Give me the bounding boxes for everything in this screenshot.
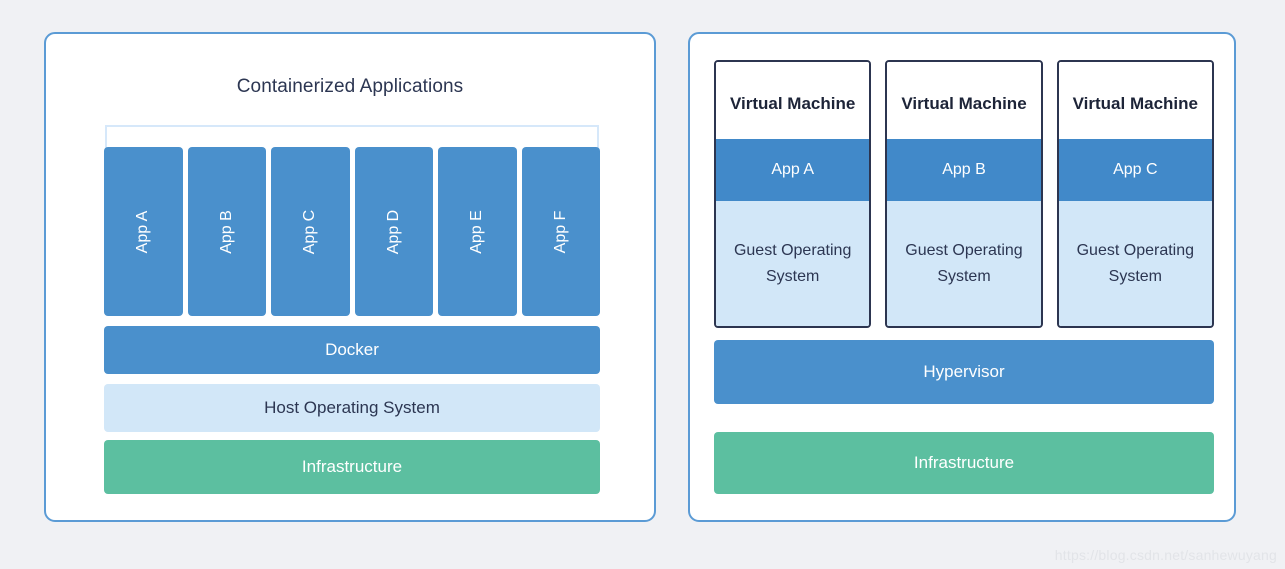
infrastructure-layer-right: Infrastructure: [714, 432, 1214, 494]
applications-bracket: [105, 125, 599, 151]
watermark: https://blog.csdn.net/sanhewuyang: [1054, 547, 1277, 563]
infrastructure-layer-left: Infrastructure: [104, 440, 600, 494]
host-operating-system-layer: Host Operating System: [104, 384, 600, 432]
container-app-label: App B: [217, 209, 235, 254]
virtual-machine-box: Virtual Machine App B Guest Operating Sy…: [885, 60, 1043, 328]
container-app-box: App B: [187, 147, 266, 316]
container-apps-row: App A App B App C App D App E App F: [104, 147, 600, 316]
guest-operating-system-label: Guest Operating System: [1058, 201, 1212, 326]
guest-operating-system-label: Guest Operating System: [716, 201, 870, 326]
virtual-machine-title: Virtual Machine: [1058, 62, 1212, 139]
page-title: Containerized Applications: [236, 76, 464, 97]
virtual-machine-title: Virtual Machine: [716, 62, 870, 139]
container-app-box: App F: [521, 147, 600, 316]
container-app-label: App C: [301, 209, 319, 254]
virtual-machine-box: Virtual Machine App A Guest Operating Sy…: [714, 60, 872, 328]
virtual-machine-box: Virtual Machine App C Guest Operating Sy…: [1056, 60, 1214, 328]
virtual-machine-title: Virtual Machine: [887, 62, 1041, 139]
virtual-machine-app-label: App A: [716, 139, 870, 201]
container-app-box: App A: [104, 147, 183, 316]
virtual-machine-app-label: App B: [887, 139, 1041, 201]
virtual-machine-architecture-panel: Virtual Machine App A Guest Operating Sy…: [688, 32, 1236, 522]
container-app-label: App E: [468, 209, 486, 254]
docker-layer: Docker: [104, 326, 600, 374]
virtual-machine-app-label: App C: [1058, 139, 1212, 201]
guest-operating-system-label: Guest Operating System: [887, 201, 1041, 326]
container-app-label: App D: [384, 209, 402, 254]
container-app-label: App A: [134, 210, 152, 253]
container-app-label: App F: [551, 210, 569, 253]
container-app-box: App C: [271, 147, 350, 316]
container-app-box: App D: [354, 147, 433, 316]
hypervisor-layer: Hypervisor: [714, 340, 1214, 404]
container-app-box: App E: [438, 147, 517, 316]
container-architecture-panel: Containerized Applications App A App B A…: [44, 32, 656, 522]
virtual-machines-row: Virtual Machine App A Guest Operating Sy…: [714, 60, 1214, 328]
